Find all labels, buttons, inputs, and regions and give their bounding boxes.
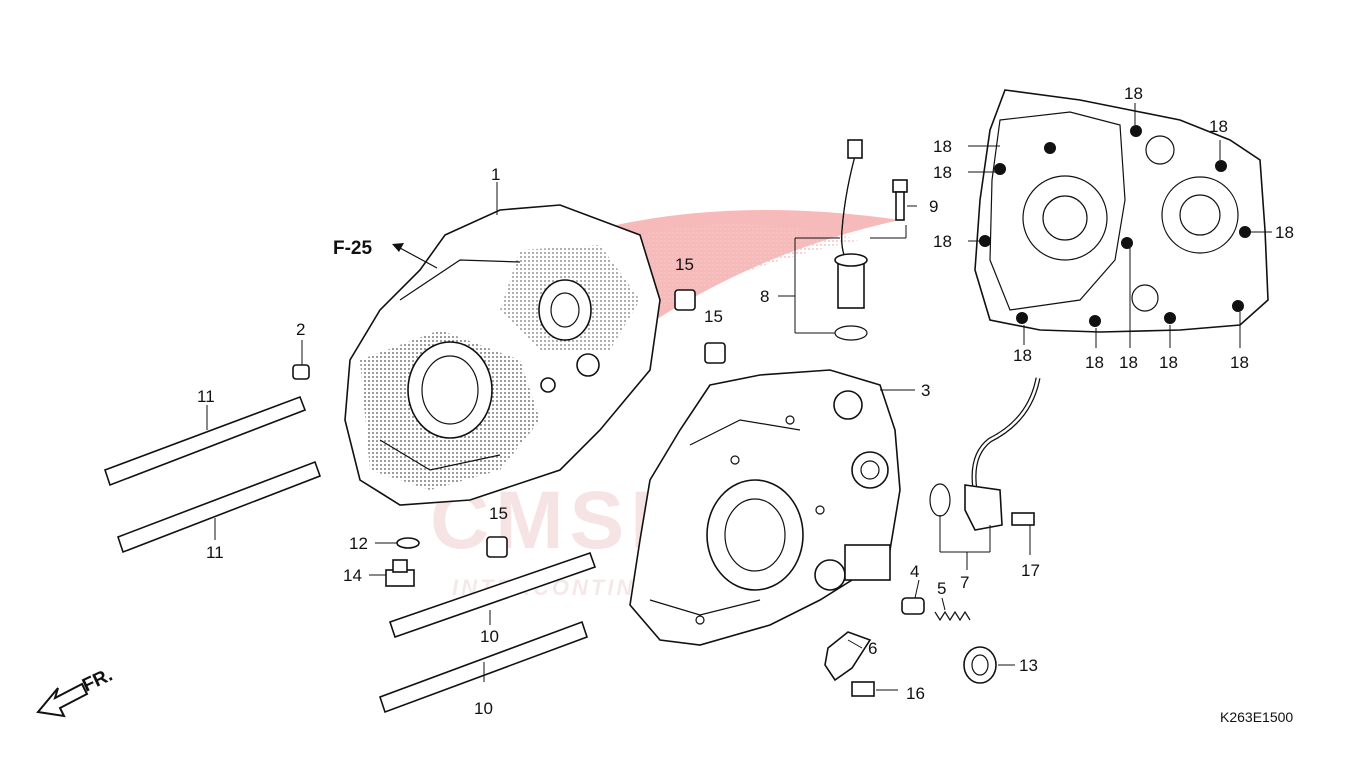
- callout-18b: 18: [1209, 117, 1228, 136]
- sensor-7: [929, 377, 1041, 531]
- spring-5: [934, 610, 971, 622]
- callout-11b: 11: [206, 543, 224, 562]
- dowel-15a: [674, 289, 696, 311]
- stopper-plate-6: [824, 631, 872, 682]
- callout-13: 13: [1019, 656, 1038, 675]
- plunger-4: [901, 597, 925, 615]
- dowel-15b: [704, 342, 726, 364]
- dowel-pin-2: [292, 364, 310, 380]
- callout-18d: 18: [933, 163, 952, 182]
- right-crankcase: [629, 369, 901, 646]
- callout-labels: 1 2 3 4 5 6 7 8 9 10 10 11 11 12 13 14 1…: [197, 84, 1294, 718]
- callout-6: 6: [868, 639, 877, 658]
- crankcase-gasket: [974, 89, 1269, 333]
- callout-17: 17: [1021, 561, 1040, 580]
- speed-sensor-assembly: [834, 139, 868, 341]
- section-reference: F-25: [333, 238, 438, 269]
- bolt-17: [1011, 512, 1035, 526]
- callout-16: 16: [906, 684, 925, 703]
- left-crankcase: [344, 204, 661, 506]
- callout-18a: 18: [1124, 84, 1143, 103]
- callout-18k: 18: [1230, 353, 1249, 372]
- callout-4: 4: [910, 562, 919, 581]
- callout-15c: 15: [489, 504, 508, 523]
- callout-11a: 11: [197, 387, 215, 406]
- callout-9: 9: [929, 197, 938, 216]
- front-direction-indicator: FR.: [36, 665, 116, 718]
- dowel-15c: [486, 536, 508, 558]
- callout-3: 3: [921, 381, 930, 400]
- callout-18c: 18: [933, 137, 952, 156]
- section-ref-label: F-25: [333, 238, 373, 259]
- callout-18e: 18: [1275, 223, 1294, 242]
- callout-18f: 18: [933, 232, 952, 251]
- callout-15b: 15: [704, 307, 723, 326]
- callout-5: 5: [937, 579, 946, 598]
- callout-8: 8: [760, 287, 769, 306]
- callout-7: 7: [960, 573, 969, 592]
- callout-10b: 10: [474, 699, 493, 718]
- callout-18g: 18: [1013, 346, 1032, 365]
- bolt-9: [892, 179, 908, 221]
- callout-18j: 18: [1159, 353, 1178, 372]
- washer-12: [396, 537, 420, 549]
- small-parts: [292, 289, 1035, 697]
- callout-12: 12: [349, 534, 368, 553]
- callout-18h: 18: [1085, 353, 1104, 372]
- bolt-16: [851, 681, 875, 697]
- callout-1: 1: [491, 165, 500, 184]
- leader-lines: [206, 103, 1272, 691]
- callout-2: 2: [296, 320, 305, 339]
- callout-15a: 15: [675, 255, 694, 274]
- diagram-code: K263E1500: [1220, 709, 1293, 725]
- front-arrow-icon: [36, 682, 89, 718]
- callout-14: 14: [343, 566, 362, 585]
- callout-18i: 18: [1119, 353, 1138, 372]
- oil-seal-13: [963, 646, 997, 684]
- callout-10a: 10: [480, 627, 499, 646]
